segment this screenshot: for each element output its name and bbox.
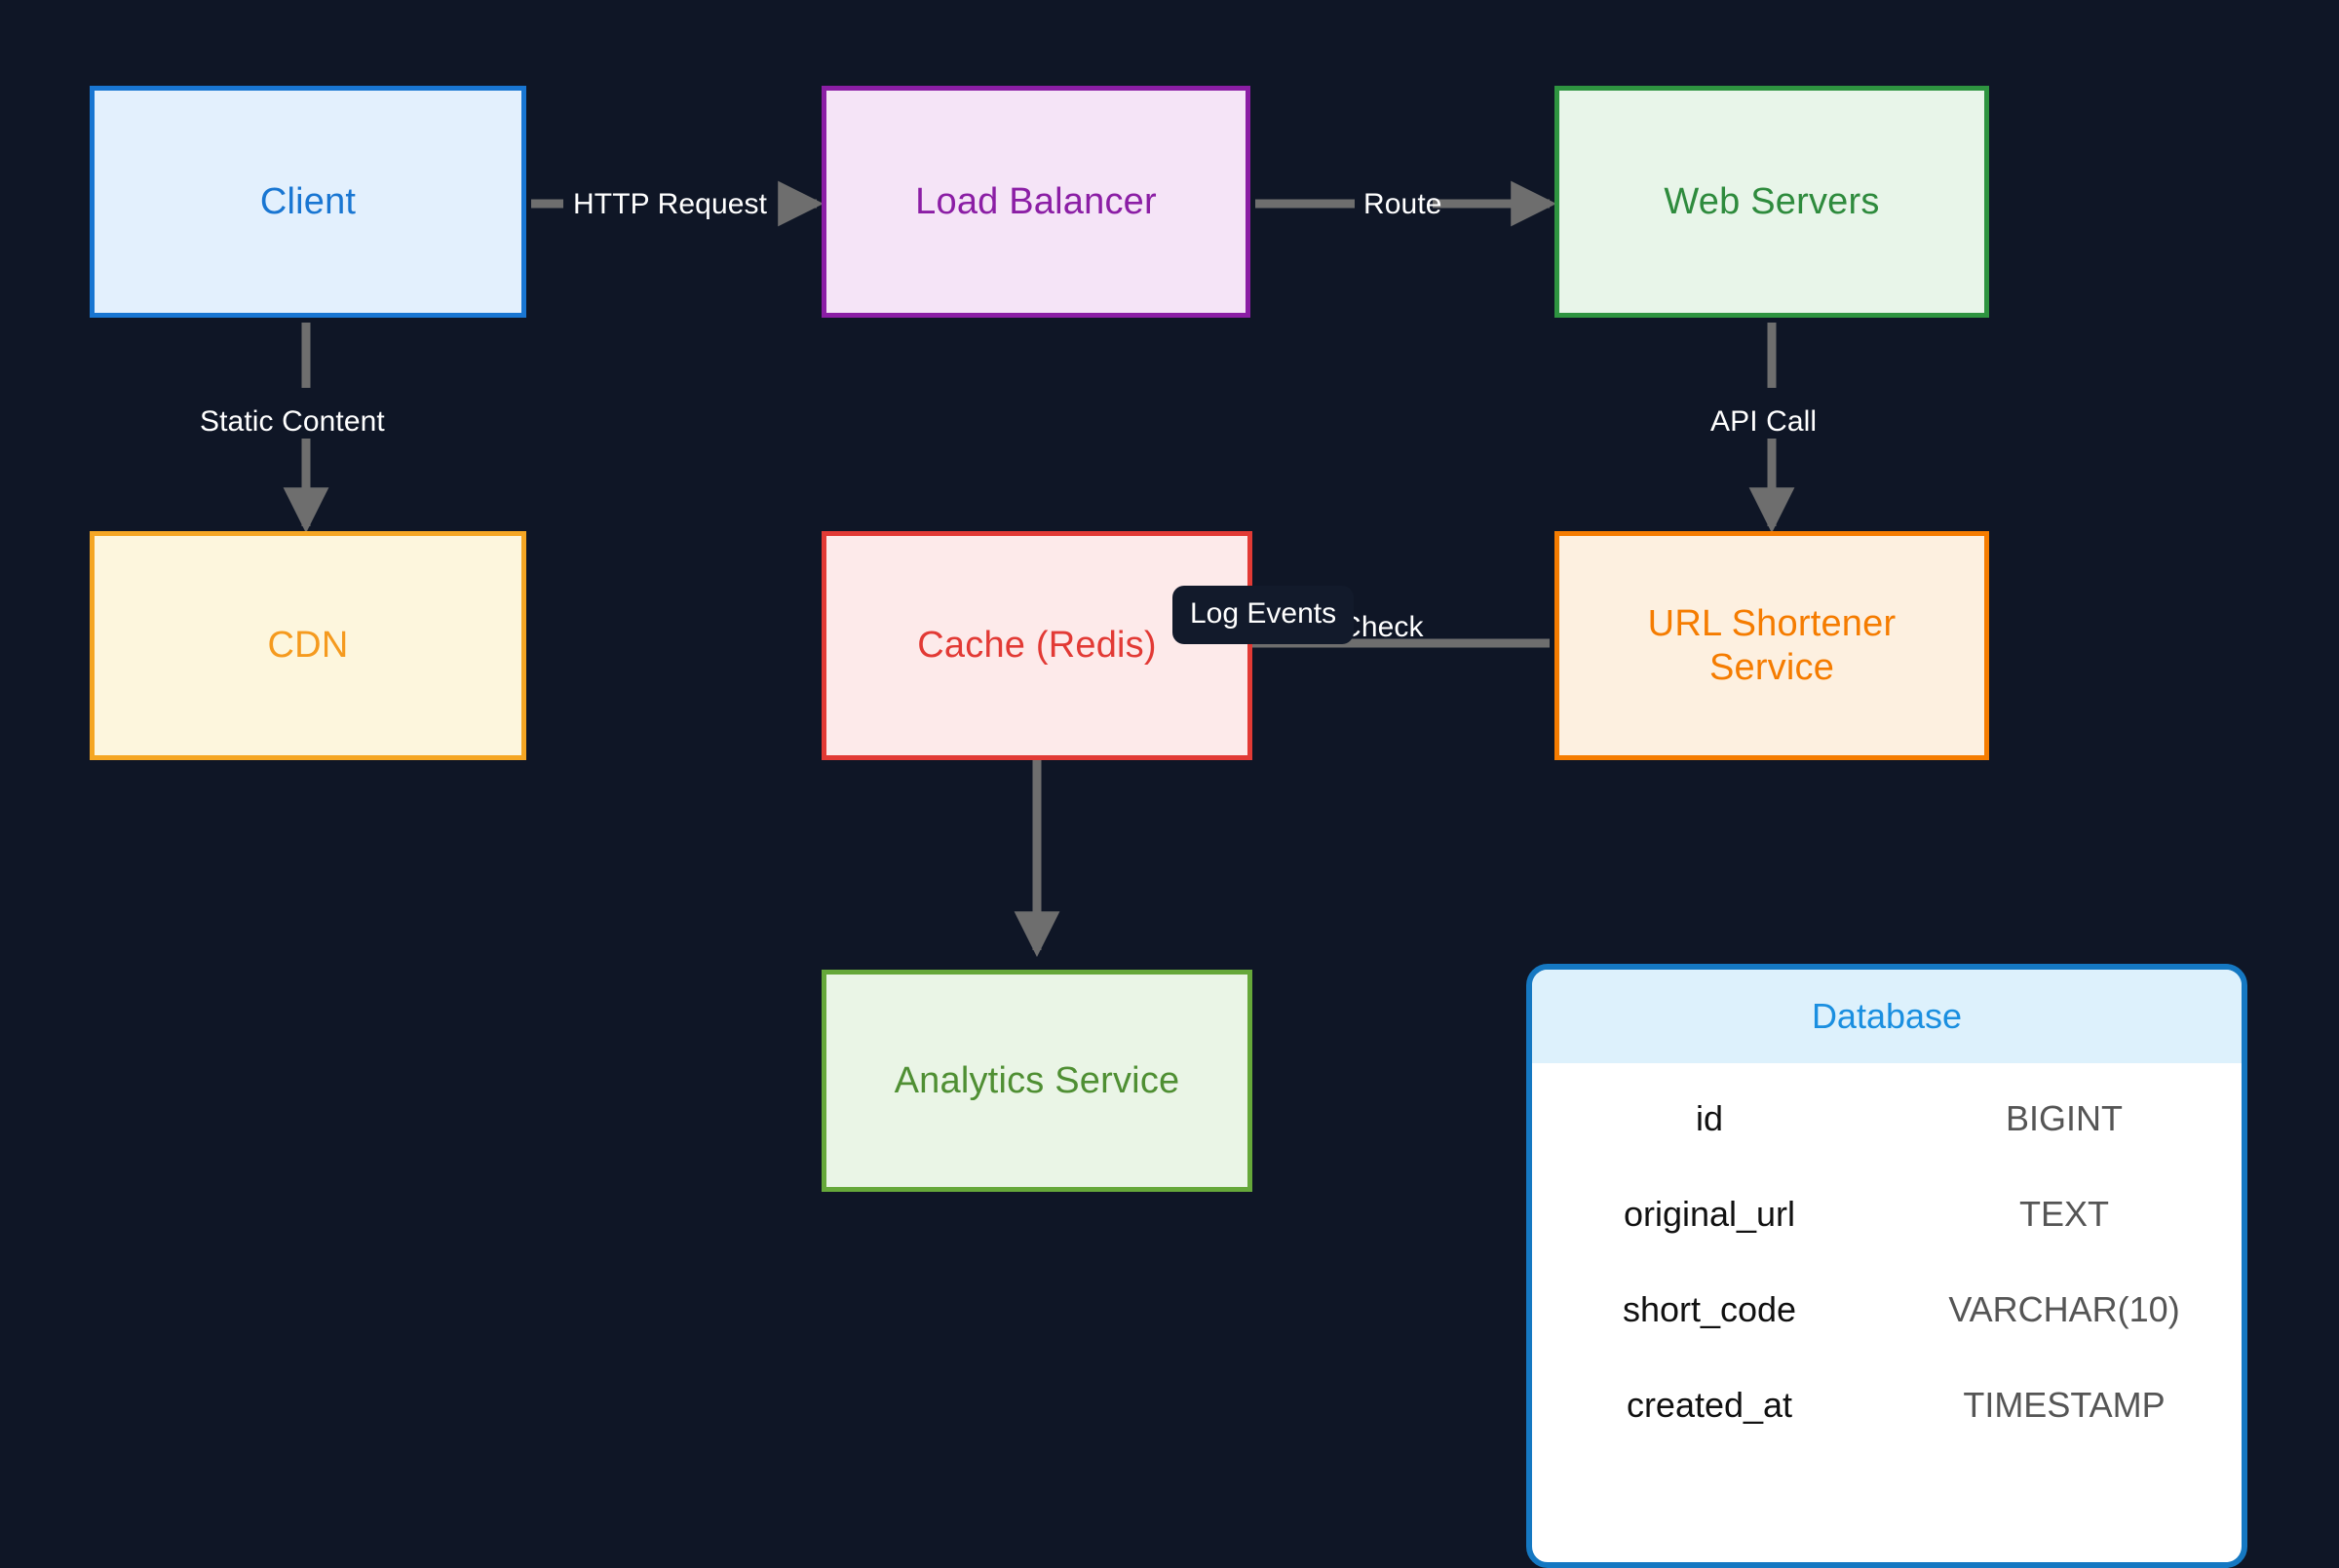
table-row: created_at TIMESTAMP — [1532, 1358, 2242, 1453]
log-events-tooltip: Log Events — [1172, 586, 1355, 644]
node-analytics-service-label: Analytics Service — [894, 1059, 1180, 1101]
node-web-servers-label: Web Servers — [1664, 180, 1880, 222]
node-web-servers[interactable]: Web Servers — [1554, 86, 1989, 318]
database-field-name: id — [1695, 1098, 1724, 1138]
node-client[interactable]: Client — [90, 86, 526, 318]
node-client-label: Client — [259, 180, 357, 222]
table-row: original_url TEXT — [1532, 1166, 2242, 1262]
node-url-shortener-service[interactable]: URL Shortener Service — [1554, 531, 1989, 760]
edge-label-route: Route — [1363, 188, 1442, 220]
node-load-balancer-label: Load Balancer — [915, 180, 1157, 222]
node-url-shortener-service-label: URL Shortener Service — [1648, 602, 1897, 690]
database-field-type: TEXT — [2018, 1194, 2109, 1234]
node-analytics-service[interactable]: Analytics Service — [822, 970, 1252, 1192]
node-cache-redis[interactable]: Cache (Redis) — [822, 531, 1252, 760]
edge-label-static-content: Static Content — [200, 405, 385, 438]
log-events-tooltip-text: Log Events — [1190, 597, 1337, 630]
diagram-canvas: Client Load Balancer Web Servers CDN Cac… — [90, 86, 2247, 1568]
node-load-balancer[interactable]: Load Balancer — [822, 86, 1250, 318]
database-field-type: VARCHAR(10) — [1948, 1289, 2180, 1329]
node-cdn[interactable]: CDN — [90, 531, 526, 760]
database-field-name: original_url — [1623, 1194, 1796, 1234]
table-row: id BIGINT — [1532, 1071, 2242, 1166]
database-rows: id BIGINT original_url TEXT short_code V… — [1532, 1063, 2242, 1453]
node-cache-redis-label: Cache (Redis) — [917, 625, 1157, 667]
database-field-type: BIGINT — [2005, 1098, 2123, 1138]
node-url-shortener-line-1: URL Shortener — [1647, 602, 1897, 644]
database-field-name: created_at — [1626, 1385, 1793, 1425]
edge-label-http-request: HTTP Request — [573, 188, 768, 220]
node-url-shortener-line-2: Service — [1708, 646, 1835, 688]
edge-label-api-call: API Call — [1710, 405, 1818, 438]
database-panel[interactable]: Database id BIGINT original_url TEXT sho… — [1526, 964, 2247, 1568]
database-field-name: short_code — [1622, 1289, 1797, 1329]
database-panel-title: Database — [1532, 970, 2242, 1063]
node-cdn-label: CDN — [267, 625, 349, 667]
database-field-type: TIMESTAMP — [1963, 1385, 2166, 1425]
table-row: short_code VARCHAR(10) — [1532, 1262, 2242, 1358]
